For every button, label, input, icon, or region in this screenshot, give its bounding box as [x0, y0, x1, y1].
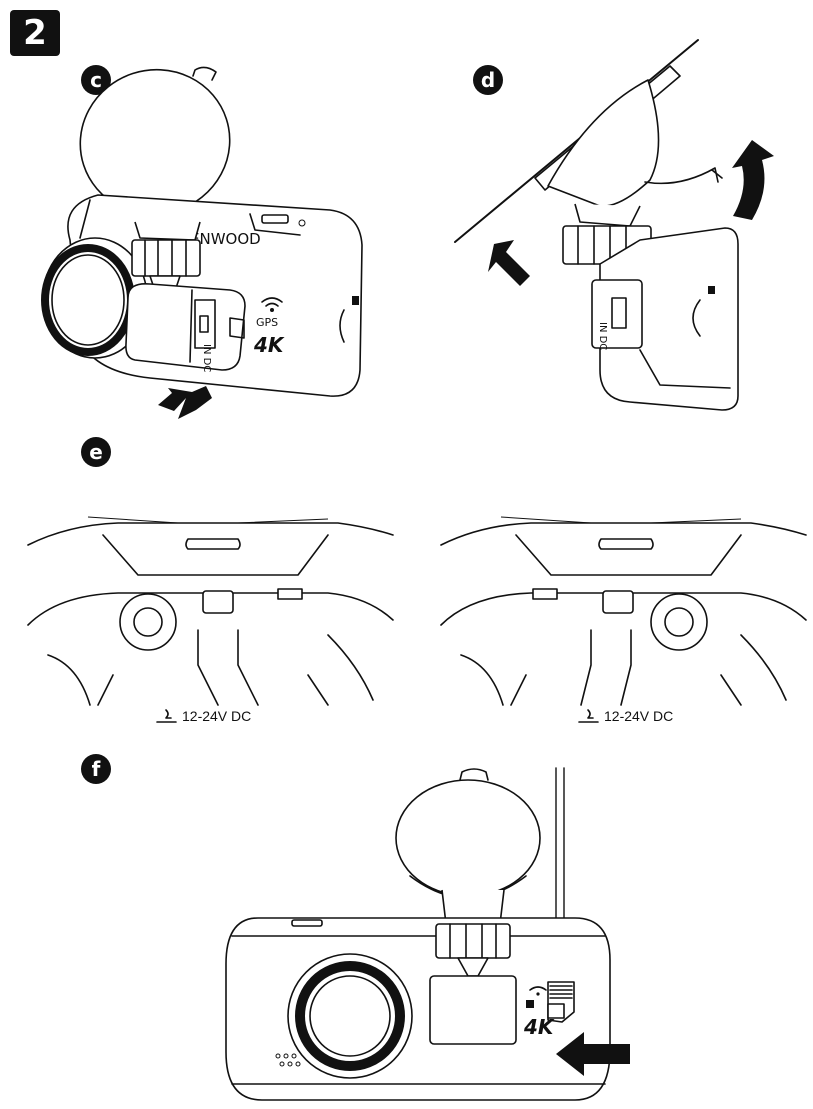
power-label-right: 12-24V DC — [578, 708, 673, 724]
brand-label: ENWOOD — [190, 230, 261, 248]
rotate-arrow-icon — [732, 140, 774, 220]
push-arrow-icon — [488, 240, 530, 286]
power-outlet-icon — [156, 709, 177, 723]
4k-label-front: 4K — [523, 1015, 555, 1039]
voltage-text-right: 12-24V DC — [604, 708, 674, 724]
sd-card-icon — [339, 296, 359, 343]
port-label: IN DC — [201, 344, 212, 372]
power-label-left: 12-24V DC — [156, 708, 251, 724]
page-number-badge: 2 — [10, 10, 60, 56]
voltage-text-left: 12-24V DC — [182, 708, 252, 724]
step-c-badge: c — [81, 65, 111, 95]
wifi-icon — [261, 297, 283, 312]
power-outlet-icon — [578, 709, 599, 723]
wifi-icon — [529, 986, 547, 996]
gps-label: GPS — [256, 316, 278, 329]
bracket: IN DC — [125, 282, 246, 372]
step-f-badge: f — [81, 754, 111, 784]
svg-text:IN DC: IN DC — [597, 322, 608, 350]
step-e-badge: e — [81, 437, 111, 467]
sd-card-icon — [692, 286, 715, 337]
4k-label: 4K — [253, 333, 285, 357]
camera-lens — [41, 237, 148, 359]
push-arrow-icon — [158, 386, 212, 419]
speaker-holes — [275, 1053, 301, 1067]
step-d-badge: d — [473, 65, 503, 95]
push-arrow-icon — [556, 1032, 630, 1076]
